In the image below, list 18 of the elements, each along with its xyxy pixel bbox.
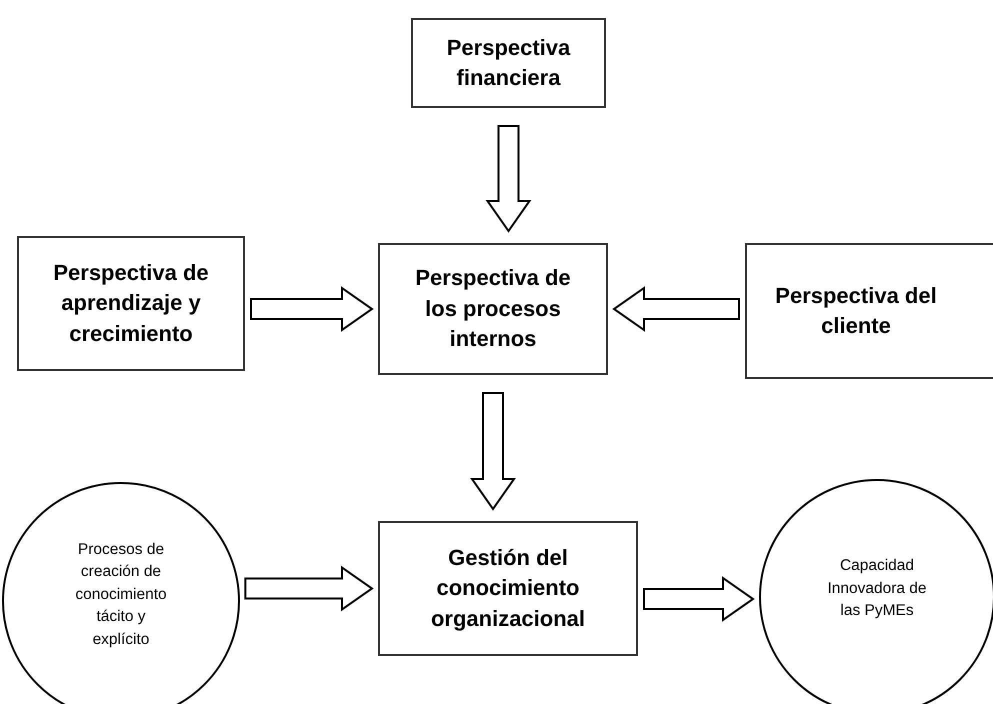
block-arrow bbox=[612, 286, 740, 332]
node-label: Procesos de creación de conocimiento tácito y explícito bbox=[74, 540, 168, 650]
process-box bbox=[411, 18, 606, 108]
block-arrow bbox=[244, 566, 374, 612]
node-label: Perspectiva financiera bbox=[446, 34, 572, 92]
process-box bbox=[378, 521, 638, 656]
node-label: Capacidad Innovadora de las PyMEs bbox=[826, 556, 928, 622]
node-label: Gestión del conocimiento organizacional bbox=[430, 544, 586, 633]
process-box bbox=[378, 243, 608, 375]
process-box bbox=[745, 243, 993, 379]
node-label: Perspectiva de los procesos internos bbox=[414, 264, 572, 354]
node-label: Perspectiva de aprendizaje y crecimiento bbox=[52, 258, 210, 348]
node-label: Perspectiva del cliente bbox=[774, 282, 938, 340]
block-arrow bbox=[470, 392, 516, 511]
block-arrow bbox=[643, 576, 755, 622]
block-arrow bbox=[486, 125, 532, 233]
process-box bbox=[17, 236, 245, 371]
block-arrow bbox=[250, 286, 374, 332]
